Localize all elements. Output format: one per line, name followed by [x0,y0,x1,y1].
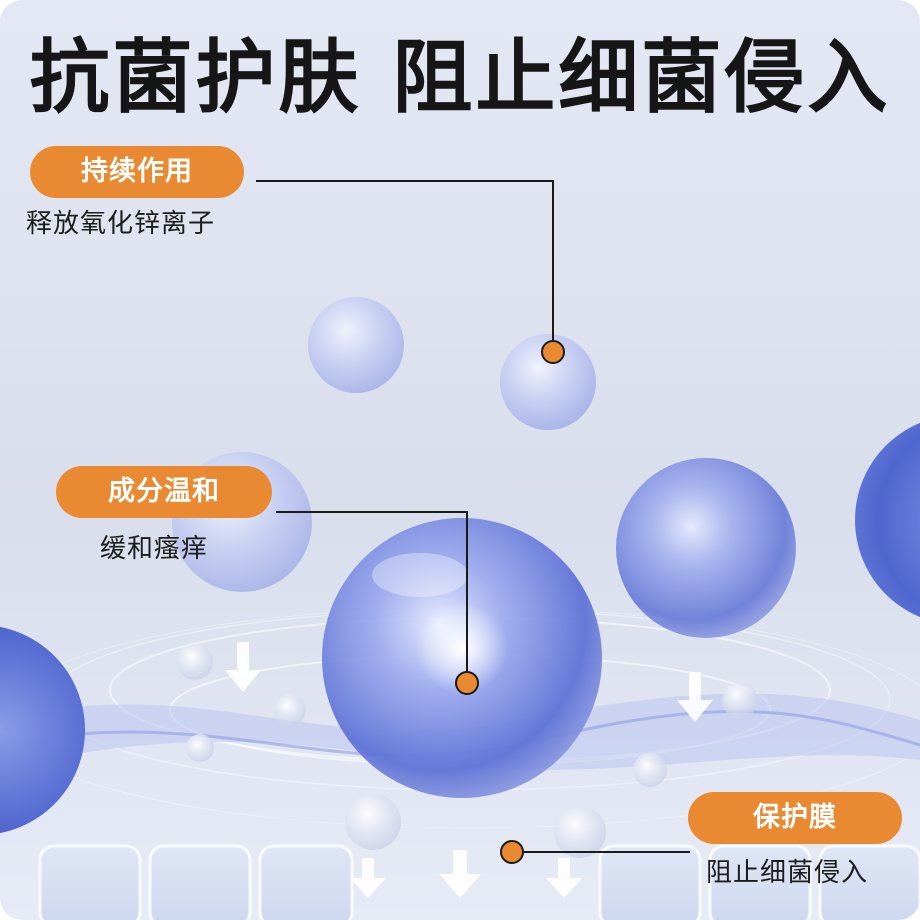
callout-label-sustained: 持续作用 [30,146,244,198]
callout-desc-protective-film: 阻止细菌侵入 [706,858,869,888]
bubble-sphere [616,458,796,638]
callout-label-gentle: 成分温和 [56,466,272,518]
down-arrow-icon [225,642,713,898]
callout-desc-sustained: 释放氧化锌离子 [26,209,216,239]
small-bubbles [177,644,758,858]
callout-label-protective-film: 保护膜 [688,792,902,844]
headline: 抗菌护肤 阻止细菌侵入 [29,31,891,124]
callout-desc-gentle: 缓和瘙痒 [100,534,209,564]
floor-blocks [38,844,920,920]
bubble-sphere [0,626,85,834]
bubble-sphere [500,334,596,430]
bubble-sphere [855,422,920,618]
bubble-sphere [308,297,404,393]
